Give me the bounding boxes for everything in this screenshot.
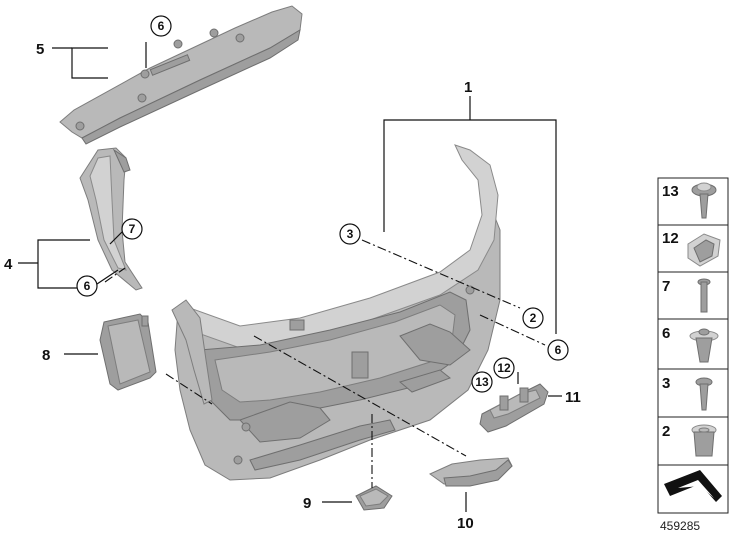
tailgate-trim-panel [171,144,501,481]
legend-label-12: 12 [662,230,679,247]
callout-8: 8 [42,347,50,364]
bolt-icon [697,278,711,313]
circled-callout-6-left: 6 [76,275,98,297]
plastic-nut-icon [691,424,717,457]
svg-text:6: 6 [555,343,562,357]
callout-4: 4 [4,256,13,273]
callout-1: 1 [464,79,472,96]
svg-text:6: 6 [84,279,91,293]
svg-text:6: 6 [158,19,165,33]
bracket-arrow-icon [664,470,722,502]
expanding-rivet-icon [689,328,719,363]
circled-callout-2: 2 [522,307,544,329]
bracket [479,383,549,433]
spring-nut-icon [687,233,721,267]
fastener-legend: 13 12 7 6 3 2 [657,177,729,514]
svg-text:2: 2 [530,311,537,325]
circled-callout-13: 13 [471,371,493,393]
legend-label-7: 7 [662,278,670,295]
svg-text:3: 3 [347,227,354,241]
svg-text:13: 13 [475,375,489,389]
upper-trim-panel [59,5,303,145]
small-cover [355,485,393,511]
callout-9: 9 [303,495,311,512]
circled-callout-6-right: 6 [547,339,569,361]
legend-label-3: 3 [662,375,670,392]
leader-lines [18,42,562,512]
callout-10: 10 [457,515,474,532]
assembly-lines [104,239,546,488]
legend-label-6: 6 [662,325,670,342]
circled-callout-3: 3 [339,223,361,245]
screw-washer-icon [691,182,717,219]
circled-callout-7: 7 [121,218,143,240]
svg-text:7: 7 [129,222,136,236]
left-pillar-trim [79,147,143,291]
cover-panel [99,313,157,391]
legend-label-13: 13 [662,183,679,200]
callout-11: 11 [565,389,581,406]
circled-callout-12: 12 [493,357,515,379]
circled-callout-6-top: 6 [150,15,172,37]
diagram-number: 459285 [660,519,700,533]
screw-icon [695,377,713,411]
callout-5: 5 [36,41,44,58]
svg-text:12: 12 [497,361,511,375]
legend-label-2: 2 [662,423,670,440]
grab-handle [429,457,513,487]
